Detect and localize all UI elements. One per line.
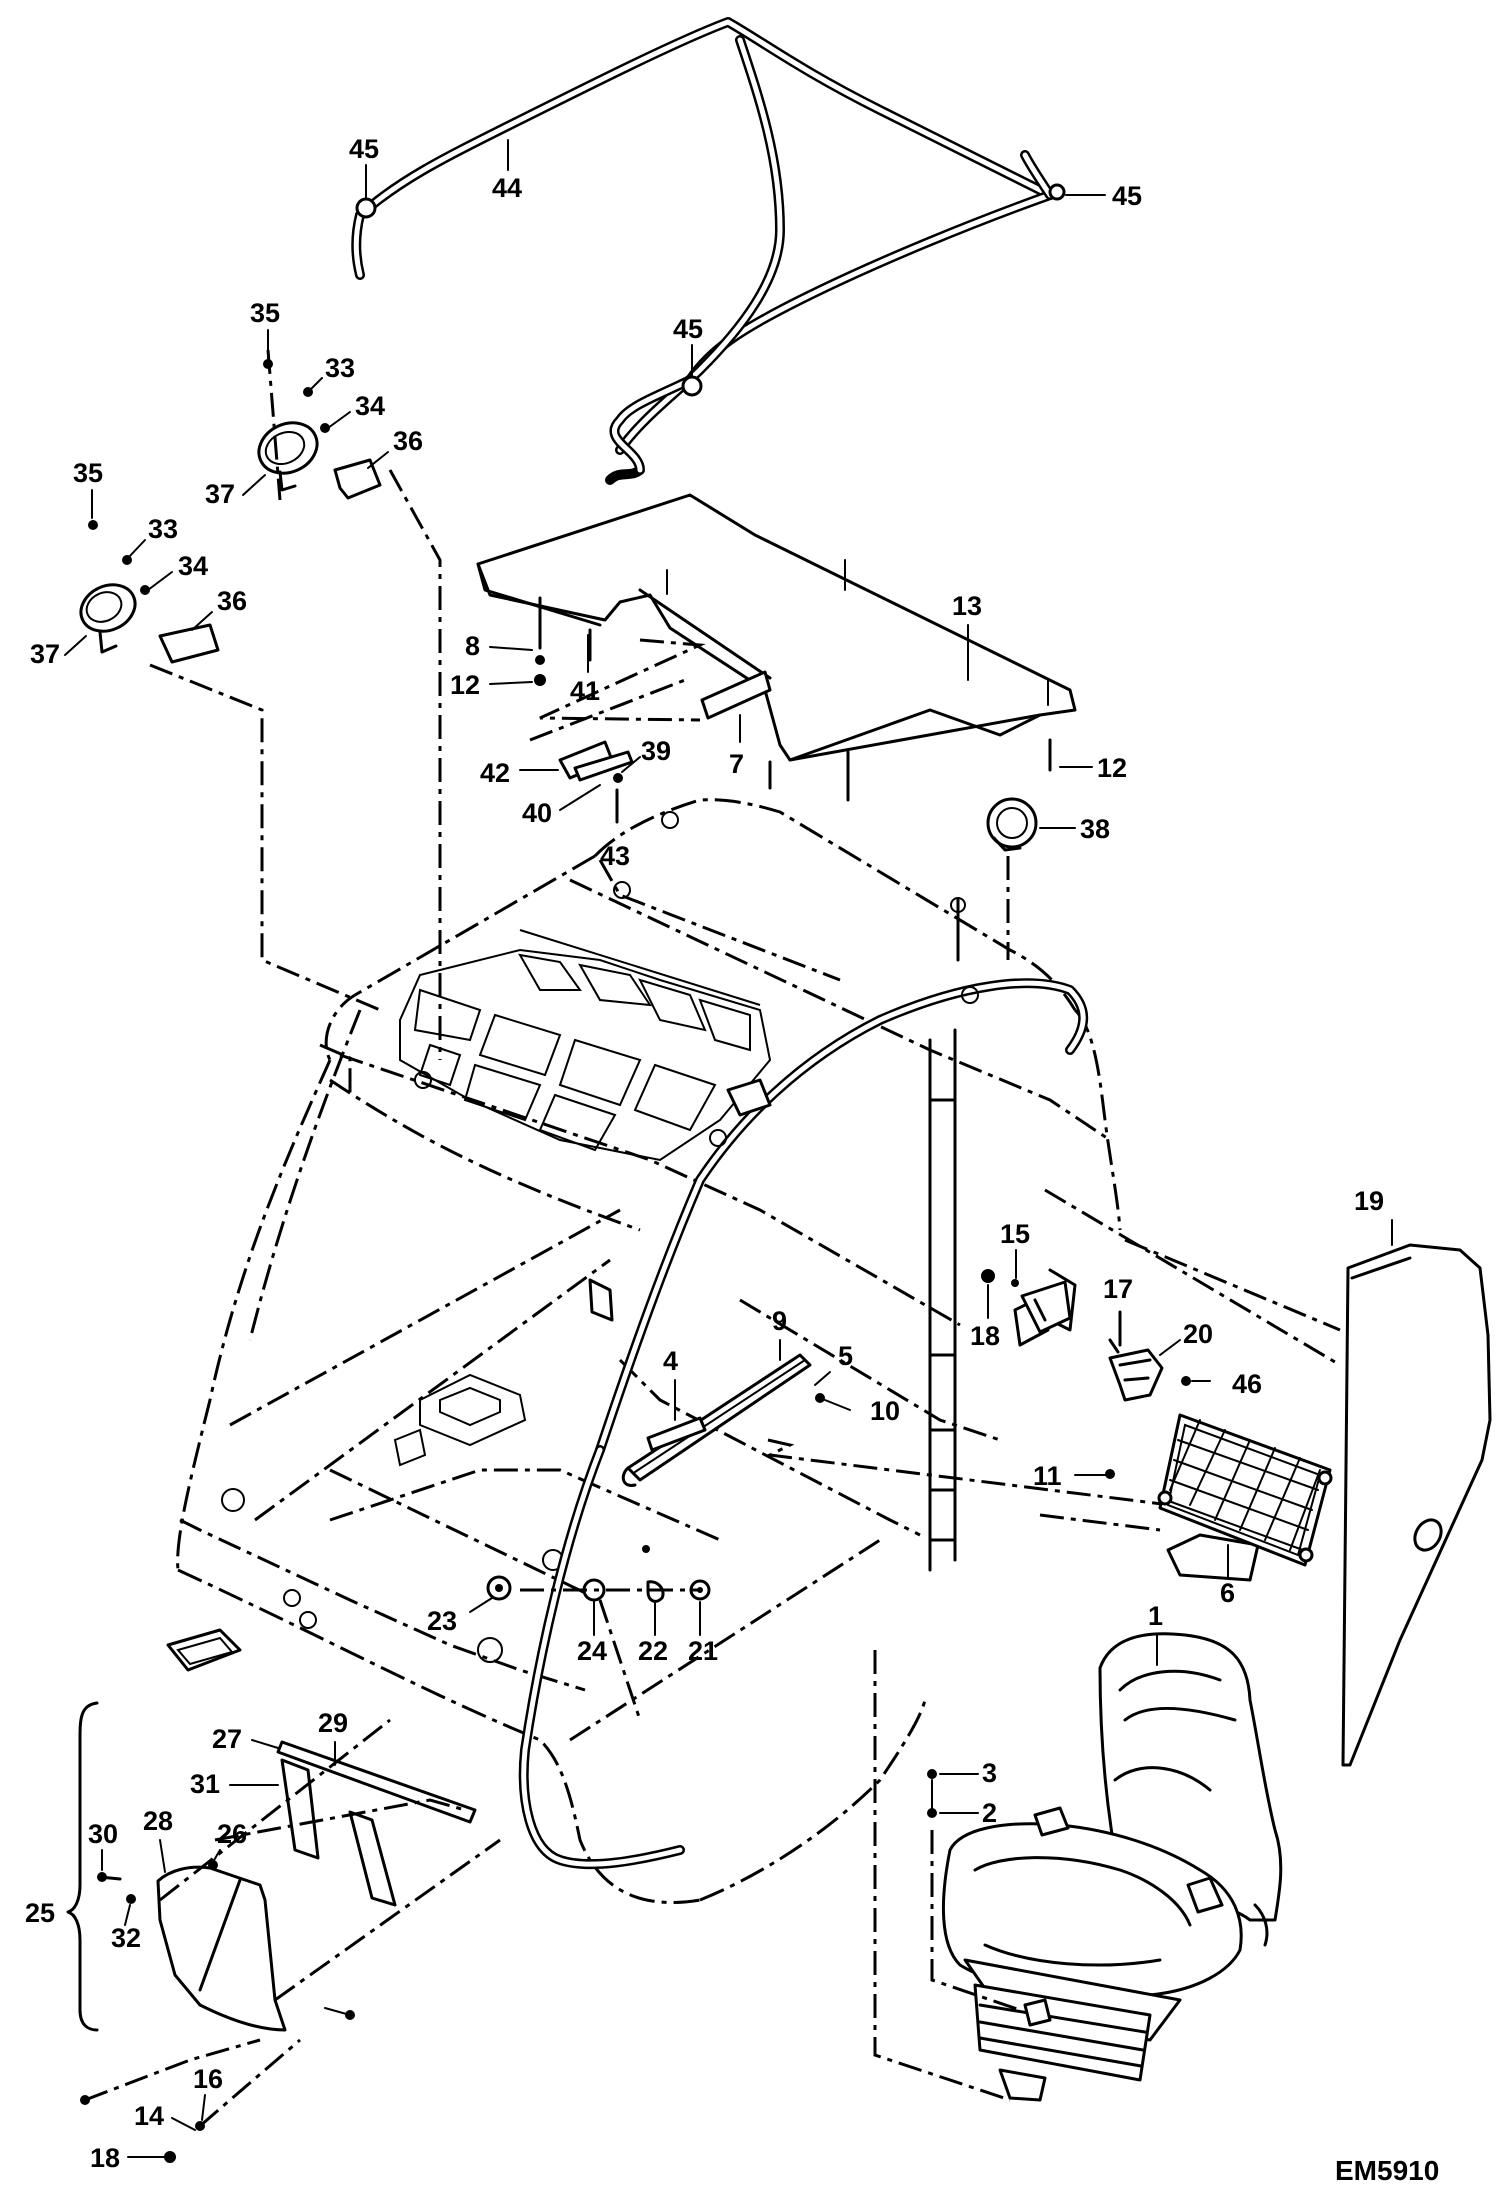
callout-18: 18 [970,1321,1000,1351]
callout-31: 31 [190,1769,220,1799]
callout-16: 16 [193,2064,223,2094]
callout-44: 44 [492,173,522,203]
side-panel-part-19 [1341,1243,1492,1767]
callout-10: 10 [870,1396,900,1426]
roof-panel-part-13 [476,493,1077,802]
bracket-part-20 [1108,1310,1211,1402]
callout-36: 36 [217,586,247,616]
callout-13: 13 [952,591,982,621]
callout-29: 29 [318,1708,348,1738]
work-light-upper-part-37 [257,349,382,501]
callout-34: 34 [355,391,385,421]
work-light-lower-part-37 [79,520,220,664]
callouts: 45 44 45 45 35 33 34 36 37 35 33 34 36 3… [25,134,1439,2186]
callout-33: 33 [325,353,355,383]
callout-39: 39 [641,736,671,766]
callout-40: 40 [522,798,552,828]
callout-45: 45 [673,314,703,344]
callout-3: 3 [982,1758,997,1788]
callout-26: 26 [217,1819,247,1849]
callout-4: 4 [663,1346,678,1376]
callout-41: 41 [570,676,600,706]
callout-5: 5 [838,1341,853,1371]
callout-27: 27 [212,1724,242,1754]
callout-14: 14 [134,2101,164,2131]
callout-8: 8 [465,631,480,661]
drawing-code: EM5910 [1335,2155,1439,2186]
callout-34: 34 [178,551,208,581]
callout-45: 45 [349,134,379,164]
bracket-part-42 [529,678,686,824]
callout-33: 33 [148,514,178,544]
callout-42: 42 [480,758,510,788]
callout-35: 35 [250,298,280,328]
callout-37: 37 [205,479,235,509]
step-assembly-part-25 [66,1701,501,2163]
storage-net-part-6 [1105,1413,1333,1567]
callout-15: 15 [1000,1219,1030,1249]
callout-22: 22 [638,1636,668,1666]
callout-18: 18 [90,2143,120,2173]
hardware-parts-21-24 [486,1545,711,1603]
callout-35: 35 [73,458,103,488]
callout-37: 37 [30,639,60,669]
callout-12: 12 [1097,753,1127,783]
callout-19: 19 [1354,1186,1384,1216]
callout-45: 45 [1112,181,1142,211]
callout-20: 20 [1183,1319,1213,1349]
callout-46: 46 [1232,1369,1262,1399]
bracket-part-15 [981,1269,1072,1334]
work-light-part-38 [986,797,1038,960]
callout-30: 30 [88,1819,118,1849]
callout-17: 17 [1103,1274,1133,1304]
wire-harness-part-44 [351,17,1066,485]
callout-2: 2 [982,1798,997,1828]
callout-28: 28 [143,1806,173,1836]
callout-21: 21 [688,1636,718,1666]
callout-9: 9 [772,1306,787,1336]
callout-43: 43 [600,841,630,871]
callout-1: 1 [1148,1601,1163,1631]
seat-part-1 [873,1632,1283,2102]
callout-23: 23 [427,1606,457,1636]
callout-12: 12 [450,670,480,700]
callout-6: 6 [1220,1578,1235,1608]
callout-38: 38 [1080,814,1110,844]
rod-part-9 [621,1353,851,1487]
cab-frame [166,798,1260,1904]
callout-7: 7 [729,749,744,779]
callout-11: 11 [1033,1461,1062,1491]
callout-24: 24 [577,1636,607,1666]
callout-36: 36 [393,426,423,456]
callout-32: 32 [111,1923,141,1953]
callout-25: 25 [25,1898,55,1928]
